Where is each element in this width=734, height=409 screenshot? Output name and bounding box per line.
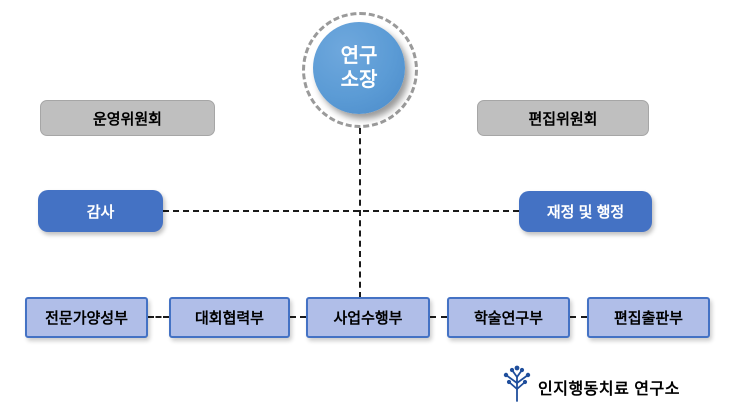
finance-admin-label: 재정 및 행정 bbox=[546, 204, 625, 221]
connector-line-horizontal-mid bbox=[163, 210, 519, 212]
dept-box-project-execution: 사업수행부 bbox=[306, 297, 430, 338]
dept-box-expert-training: 전문가양성부 bbox=[25, 297, 148, 338]
dept-label: 대회협력부 bbox=[194, 310, 264, 327]
institute-logo-text: 인지행동치료 연구소 bbox=[538, 380, 680, 398]
committee-box-operating: 운영위원회 bbox=[40, 100, 215, 136]
dept-label: 사업수행부 bbox=[333, 310, 403, 327]
finance-admin-box: 재정 및 행정 bbox=[519, 191, 652, 232]
dept-label: 전문가양성부 bbox=[45, 310, 128, 327]
connector-line-vertical-center bbox=[359, 128, 361, 298]
director-node: 연구 소장 bbox=[313, 22, 405, 114]
committee-operating-label: 운영위원회 bbox=[92, 110, 162, 128]
dept-box-academic-research: 학술연구부 bbox=[447, 297, 570, 338]
audit-label: 감사 bbox=[86, 203, 115, 221]
director-label-line1: 연구 bbox=[340, 45, 378, 67]
committee-box-editorial: 편집위원회 bbox=[477, 100, 649, 136]
audit-box: 감사 bbox=[38, 190, 163, 232]
connector-line-dept-2-3 bbox=[290, 316, 306, 318]
connector-line-dept-1-2 bbox=[148, 316, 169, 318]
connector-line-dept-3-4 bbox=[430, 316, 447, 318]
director-label-line2: 소장 bbox=[340, 69, 378, 91]
director-node-dashed-ring bbox=[302, 12, 418, 128]
committee-editorial-label: 편집위원회 bbox=[528, 110, 598, 128]
tree-icon bbox=[502, 365, 532, 408]
dept-label: 편집출판부 bbox=[613, 310, 683, 327]
dept-label: 학술연구부 bbox=[473, 310, 543, 327]
dept-box-editing-publishing: 편집출판부 bbox=[587, 297, 710, 338]
institute-logo: 인지행동치료 연구소 bbox=[502, 365, 680, 408]
connector-line-dept-4-5 bbox=[570, 316, 587, 318]
dept-box-conference-cooperation: 대회협력부 bbox=[169, 297, 290, 338]
